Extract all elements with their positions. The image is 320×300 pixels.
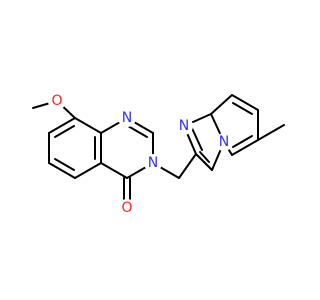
atom-n3-quinazoline: N	[144, 154, 162, 172]
bond-c6-c5	[231, 139, 259, 156]
benzene-ring	[48, 117, 102, 179]
bond-c3-c2	[195, 153, 213, 171]
atom-n-imidazole: N	[175, 117, 193, 135]
bond-c4a-c5	[74, 162, 102, 179]
atom-n3-quinazoline-label: N	[148, 155, 158, 171]
pyridine-ring	[210, 94, 285, 156]
bond-ch2-c2im	[178, 153, 197, 179]
bond-c7-c8	[48, 117, 76, 134]
atom-o-methoxy-label: O	[51, 93, 62, 109]
atom-n-bridgehead: N	[215, 133, 233, 151]
atom-n1-quinazoline-label: N	[122, 110, 132, 126]
atom-n-bridgehead-label: N	[219, 134, 229, 150]
bond-c7-c8-inner	[54, 125, 75, 138]
atom-n1-quinazoline: N	[118, 109, 136, 127]
bond-c8-c7	[231, 94, 259, 111]
bond-c8a-c8	[210, 94, 233, 115]
atom-labels: O N N O N N	[48, 92, 233, 217]
bond-c4-c4a	[100, 162, 128, 179]
bond-c6-c5-inner	[232, 135, 253, 148]
molecule-structure: O N N O N N	[32, 92, 285, 217]
bond-c8-c8a	[74, 117, 102, 134]
atom-o-carbonyl-label: O	[121, 200, 132, 216]
bond-c6-methyl	[257, 124, 285, 141]
bond-c5-c6-inner	[54, 158, 75, 171]
atom-o-methoxy: O	[48, 92, 66, 110]
bond-c8-c7-inner	[232, 102, 253, 115]
bond-c3-c2-inner	[199, 151, 210, 163]
atom-n-imidazole-label: N	[179, 118, 189, 134]
atom-o-carbonyl: O	[118, 199, 136, 217]
bond-c2-n1im-inner	[190, 125, 203, 151]
bond-c5-c6	[48, 162, 76, 179]
bond-n1-c2-inner	[127, 125, 148, 138]
